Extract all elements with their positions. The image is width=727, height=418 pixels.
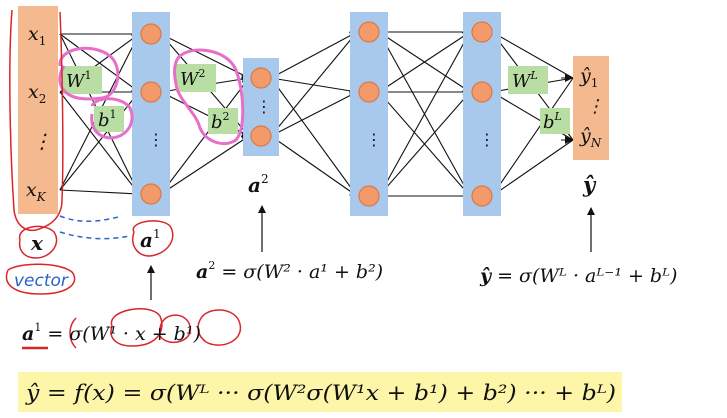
edge-l2-to-l3 xyxy=(270,77,358,197)
edge-l2-to-l3 xyxy=(270,31,358,79)
neuron-l1-1 xyxy=(140,23,162,45)
neuron-l3-2 xyxy=(358,81,380,103)
hidden-layer-1-box xyxy=(132,12,170,216)
pen-outline-inputs xyxy=(9,9,64,232)
b1-box xyxy=(94,106,124,132)
neuron-l4-3 xyxy=(471,185,493,207)
y-output-label: ŷ xyxy=(582,172,597,197)
bl-box xyxy=(540,108,570,134)
edge-l3-to-l4 xyxy=(378,31,471,197)
neuron-l4-1 xyxy=(471,21,493,43)
neuron-l4-2 xyxy=(471,81,493,103)
input-xk: xK xyxy=(26,179,47,204)
neuron-nodes xyxy=(140,21,493,207)
output-yn: ŷN xyxy=(579,125,602,150)
b2-box xyxy=(208,108,238,134)
w2-label: W2 xyxy=(180,67,206,90)
layer3-dots: ⋮ xyxy=(366,130,382,149)
pen-circle-x xyxy=(18,225,58,259)
neuron-l3-3 xyxy=(358,185,380,207)
edge-l1-to-l2 xyxy=(160,135,250,195)
pen-circle-vector xyxy=(5,263,76,295)
pen-paren-eq xyxy=(69,317,77,349)
b1-label: b1 xyxy=(98,108,117,131)
formula-background xyxy=(18,372,622,412)
edge-input-to-l1 xyxy=(59,91,140,195)
edge-l3-to-l4 xyxy=(378,91,471,197)
edge-l3-to-l4 xyxy=(378,31,471,93)
wl-label: WL xyxy=(512,69,538,92)
composite-formula: ŷ = f(x) = σ(Wᴸ ··· σ(W²σ(W¹x + b¹) + b²… xyxy=(25,381,616,405)
pen-circle-b1 xyxy=(90,97,134,140)
w2-box xyxy=(176,64,216,92)
equation-y: ŷ = σ(Wᴸ · aᴸ⁻¹ + bᴸ) xyxy=(479,265,677,287)
edge-l1-to-l2 xyxy=(160,33,250,79)
pen-dashed-arrow-1 xyxy=(59,215,123,223)
edge-l2-to-l3 xyxy=(270,77,358,95)
w1-label: W1 xyxy=(66,69,92,92)
neuron-l3-1 xyxy=(358,21,380,43)
edge-l2-to-l3 xyxy=(270,31,358,137)
pen-circle-a1 xyxy=(132,220,174,257)
edge-input-to-l1 xyxy=(59,189,140,198)
pen-circle-w1-eq xyxy=(110,308,163,347)
layer1-dots: ⋮ xyxy=(148,130,164,149)
output-layer-box xyxy=(573,56,609,160)
a2-label: a2 xyxy=(248,172,269,197)
neuron-l2-1 xyxy=(250,67,272,89)
input-x2: x2 xyxy=(28,81,46,106)
input-layer-box xyxy=(18,6,58,214)
bl-label: bL xyxy=(543,110,562,133)
edge-l4-to-output xyxy=(491,139,574,197)
wl-box xyxy=(508,66,548,94)
hidden-layer-4-box xyxy=(463,12,501,216)
output-y1: ŷ1 xyxy=(579,65,598,90)
layer2-dots: ⋮ xyxy=(256,97,272,116)
pen-dashed-arrow-2 xyxy=(59,231,131,240)
edge-l2-to-l3 xyxy=(270,91,358,137)
vector-annotation: vector xyxy=(14,271,69,291)
pen-circle-x-eq xyxy=(159,314,191,344)
edge-l4-to-output xyxy=(491,77,574,197)
a1-label: a1 xyxy=(140,227,161,252)
output-dots: ⋮ xyxy=(586,96,604,117)
hidden-layer-3-box xyxy=(350,12,388,216)
layer4-dots: ⋮ xyxy=(479,130,495,149)
x-vector-label: x xyxy=(30,231,44,255)
equation-a1: a1 = σ(W¹ · x + b¹) xyxy=(22,321,201,345)
input-x1: x1 xyxy=(28,23,46,48)
neuron-l2-2 xyxy=(250,125,272,147)
equation-a2: a2 = σ(W² · a¹ + b²) xyxy=(196,259,383,283)
edge-input-to-l1 xyxy=(59,91,140,191)
pen-circle-b1-eq xyxy=(197,309,242,346)
neuron-l1-3 xyxy=(140,183,162,205)
b2-label: b2 xyxy=(211,110,230,133)
pen-circle-w2b2 xyxy=(173,48,245,145)
edge-l4-to-output xyxy=(491,31,574,79)
w1-box xyxy=(62,66,102,94)
input-dots: ⋮ xyxy=(32,129,52,153)
neuron-l1-2 xyxy=(140,81,162,103)
edge-l2-to-l3 xyxy=(270,135,358,197)
